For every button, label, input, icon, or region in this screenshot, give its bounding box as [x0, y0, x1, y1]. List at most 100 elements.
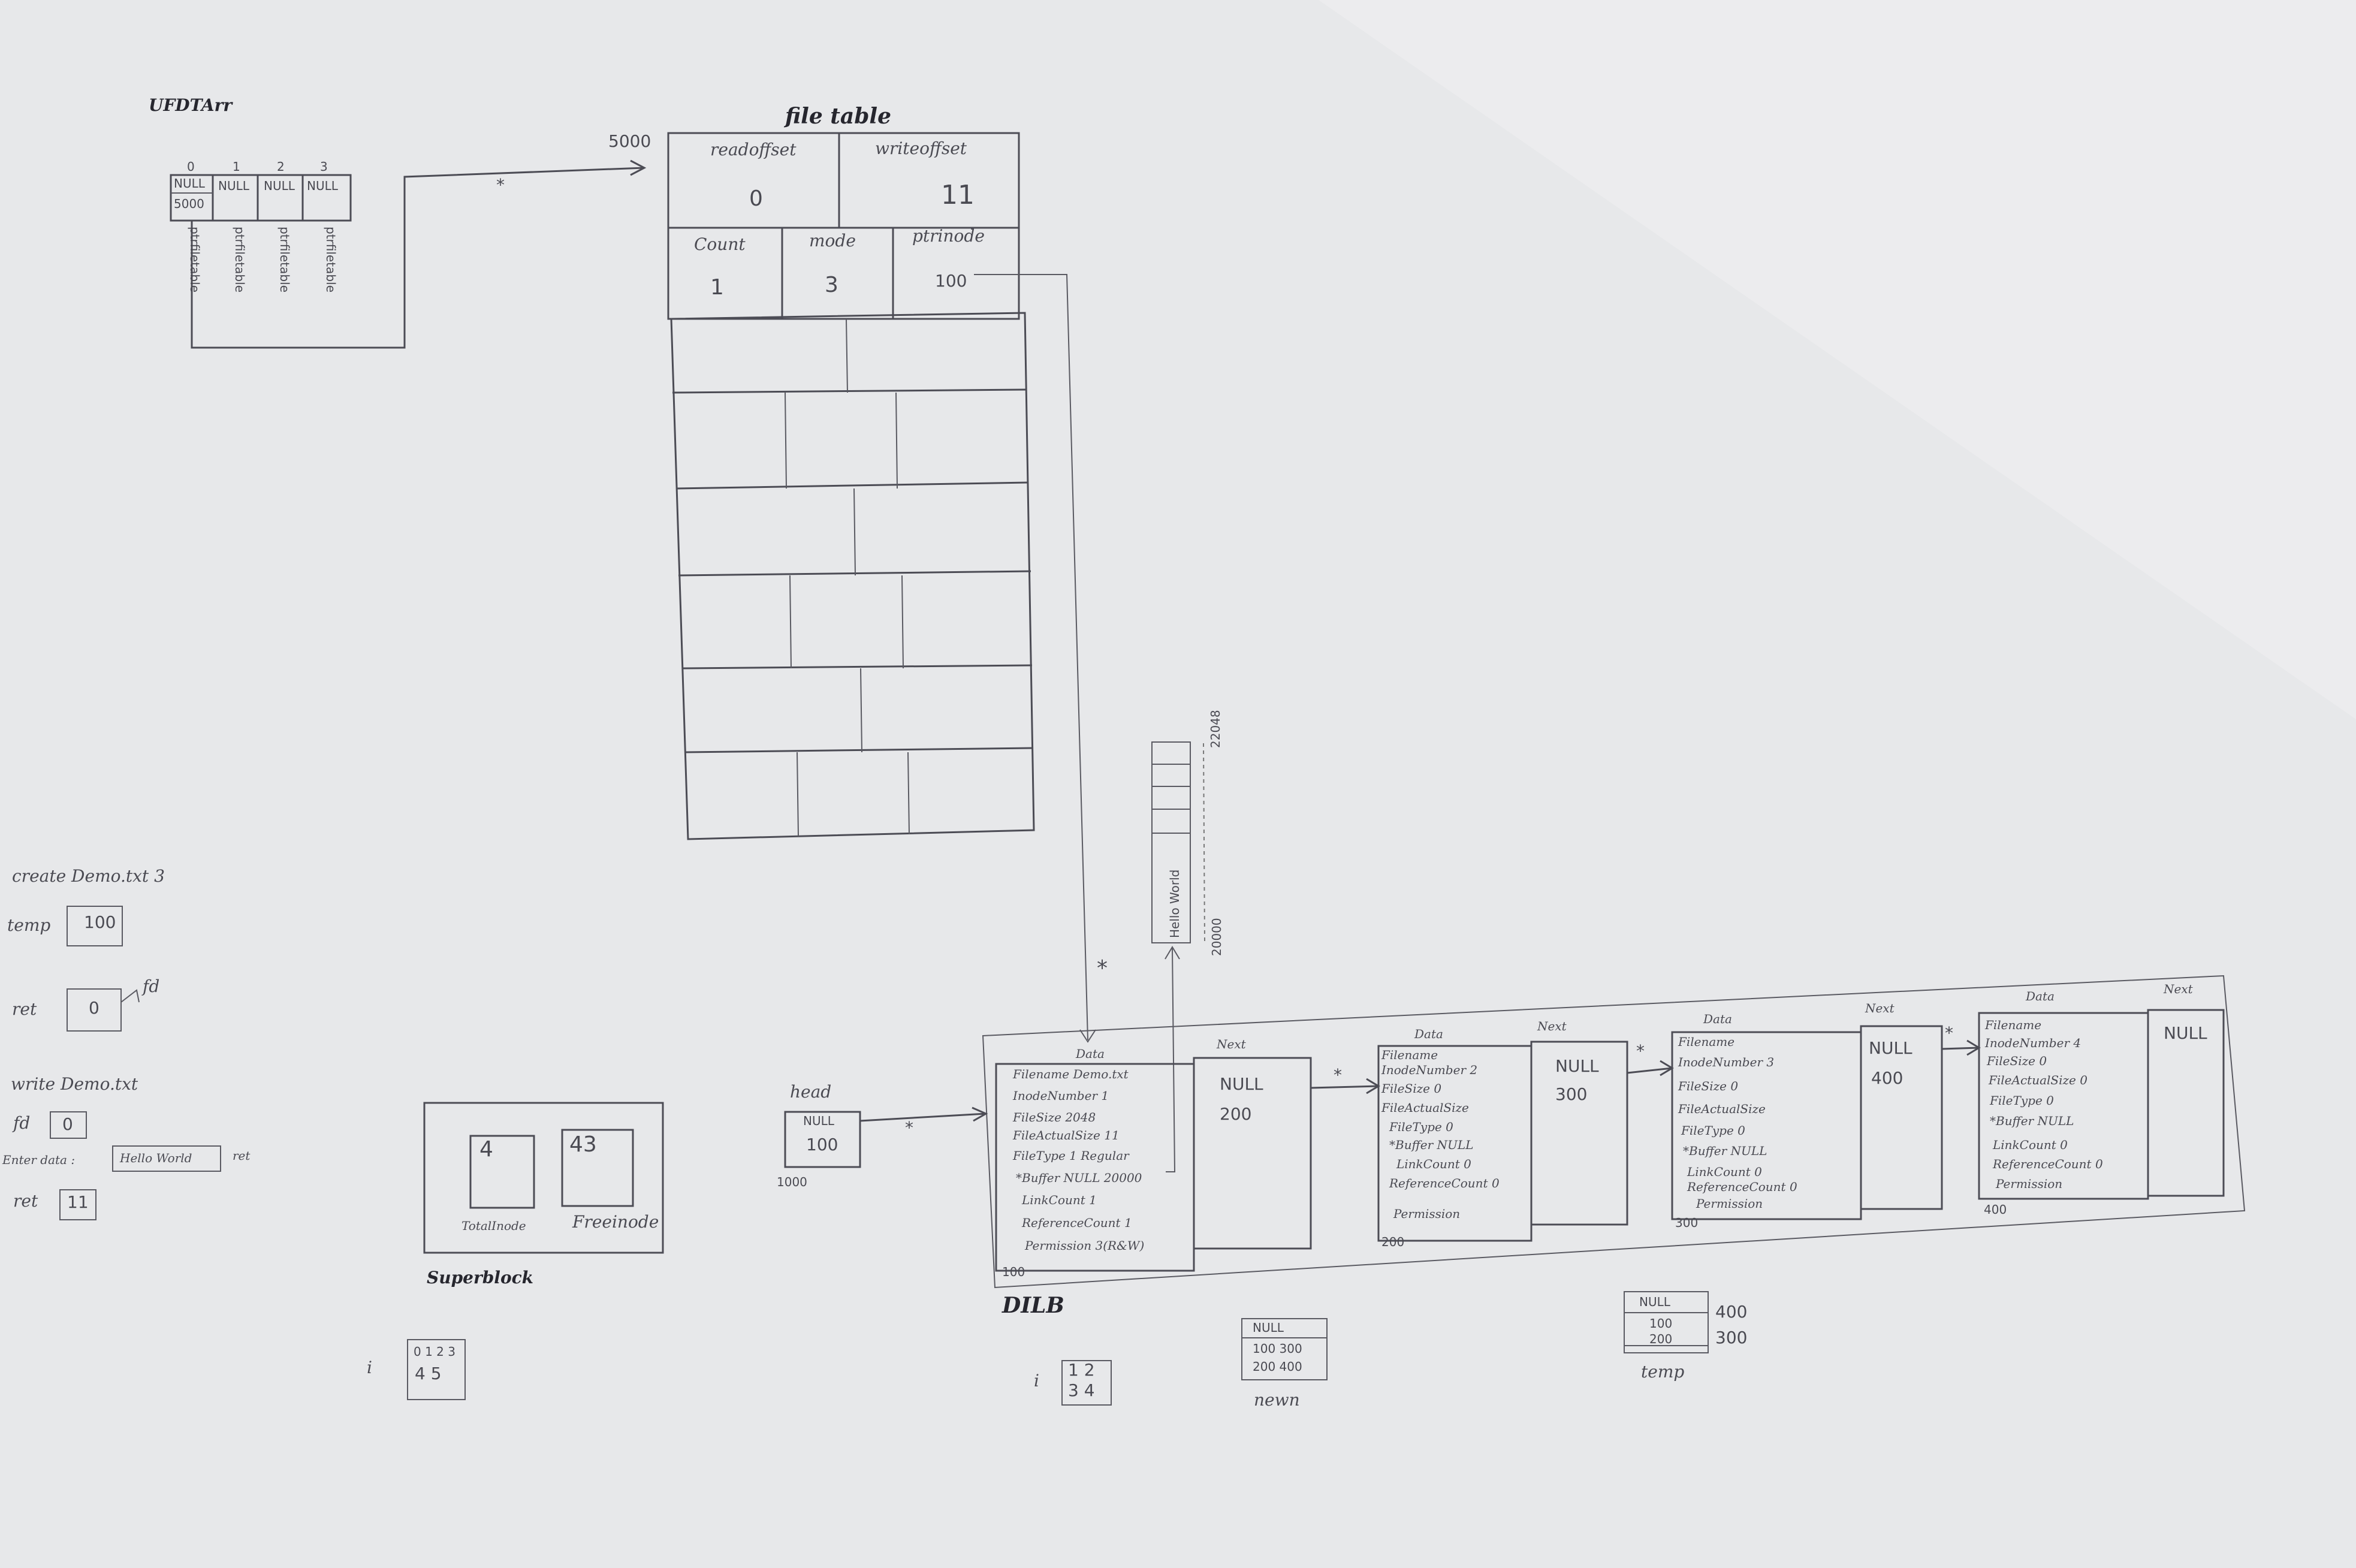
node4-inode-number: InodeNumber 4 — [1985, 1036, 2082, 1050]
ufdt-cell-0: 5000 — [174, 197, 204, 211]
buffer-start: 20000 — [1209, 918, 1224, 956]
writeoffset-label: writeoffset — [875, 138, 967, 158]
readoffset-value: 0 — [749, 186, 763, 211]
node3-data-label: Data — [1703, 1012, 1732, 1026]
node2-buffer: *Buffer NULL — [1389, 1138, 1474, 1152]
node3-next-value: 400 — [1871, 1068, 1903, 1088]
ufdt-array — [170, 159, 647, 349]
enter-data-suffix: ret — [233, 1148, 251, 1163]
node1-permission: Permission 3(R&W) — [1025, 1238, 1145, 1253]
head-label: head — [790, 1082, 832, 1102]
temp-label: temp — [7, 915, 51, 935]
ptrinode-label: ptrinode — [912, 226, 985, 246]
create-command: create Demo.txt 3 — [12, 866, 165, 886]
dilb-title: DILB — [1002, 1293, 1064, 1318]
filetable-address: 5000 — [608, 131, 651, 151]
ufdt-title: UFDTArr — [149, 95, 233, 115]
node3-filename: Filename — [1678, 1035, 1735, 1049]
ufdt-ptr-label-2: ptrfiletable — [277, 227, 292, 293]
node3-buffer: *Buffer NULL — [1683, 1144, 1767, 1158]
node4-buffer: *Buffer NULL — [1990, 1114, 2074, 1128]
node1-star: * — [1334, 1065, 1342, 1085]
count-label: Count — [694, 234, 746, 254]
enter-data-label: Enter data : — [2, 1153, 76, 1167]
mode-value: 3 — [825, 273, 838, 297]
node4-next-label: Next — [2164, 982, 2193, 996]
fd-label-2: fd — [13, 1113, 31, 1133]
node2-filetype: FileType 0 — [1389, 1120, 1453, 1134]
ufdt-cell-0-top: NULL — [174, 176, 205, 191]
ufdt-ptr-label-1: ptrfiletable — [233, 227, 247, 293]
ufdt-index-2: 2 — [277, 159, 285, 174]
i1-bottom: 4 5 — [415, 1364, 442, 1383]
node1-data-label: Data — [1076, 1047, 1105, 1061]
node1-inode-number: InodeNumber 1 — [1013, 1088, 1109, 1103]
ufdt-index-0: 0 — [187, 159, 195, 174]
node1-filetype: FileType 1 Regular — [1013, 1148, 1129, 1163]
fd-label: fd — [143, 976, 160, 996]
free-inode-value: 43 — [569, 1132, 597, 1157]
temp-var-label: temp — [1641, 1362, 1685, 1382]
total-inode-value: 4 — [479, 1137, 493, 1162]
node2-star: * — [1636, 1041, 1645, 1061]
ufdt-cell-1: NULL — [218, 179, 249, 193]
ufdt-cell-2: NULL — [264, 179, 295, 193]
superblock-title: Superblock — [427, 1268, 534, 1287]
ufdt-star: * — [496, 175, 505, 195]
temp-line-1: 100 — [1649, 1316, 1673, 1331]
newn-line-1: 100 300 — [1253, 1341, 1302, 1356]
i2-top: 1 2 — [1068, 1360, 1095, 1380]
node2-next-value: 300 — [1555, 1084, 1588, 1104]
i1-top: 0 1 2 3 — [414, 1344, 455, 1359]
head-address: 1000 — [777, 1175, 807, 1189]
node1-next-top: NULL — [1220, 1074, 1263, 1094]
node4-linkcount: LinkCount 0 — [1993, 1138, 2068, 1152]
node2-filename: Filename — [1381, 1048, 1438, 1062]
ptrinode-value: 100 — [935, 271, 967, 291]
node2-refcount: ReferenceCount 0 — [1389, 1176, 1500, 1190]
newn-line-0: NULL — [1253, 1320, 1284, 1335]
head-value-top: NULL — [803, 1114, 834, 1128]
node2-next-label: Next — [1537, 1019, 1567, 1033]
newn-label: newn — [1254, 1390, 1300, 1410]
node4-data-label: Data — [2026, 989, 2055, 1003]
buffer-end: 22048 — [1208, 710, 1223, 748]
write-command: write Demo.txt — [11, 1074, 138, 1094]
free-inode-label: Freeinode — [572, 1212, 659, 1232]
i2-bottom: 3 4 — [1068, 1380, 1095, 1400]
ret-label: ret — [12, 999, 37, 1019]
node2-address: 200 — [1381, 1235, 1405, 1249]
superblock — [423, 1102, 664, 1254]
head-star: * — [905, 1118, 913, 1138]
buffer-content: Hello World — [1168, 869, 1182, 938]
node2-inode-number: InodeNumber 2 — [1381, 1063, 1478, 1077]
node3-refcount: ReferenceCount 0 — [1687, 1180, 1797, 1194]
temp-line-0: NULL — [1639, 1295, 1670, 1309]
node1-actualsize: FileActualSize 11 — [1013, 1128, 1120, 1142]
i1-label: i — [367, 1358, 372, 1377]
dilb-list — [784, 975, 2246, 1289]
i2-label: i — [1034, 1371, 1039, 1391]
node4-actualsize: FileActualSize 0 — [1989, 1073, 2087, 1087]
node4-filesize: FileSize 0 — [1987, 1054, 2047, 1068]
ufdt-index-1: 1 — [233, 159, 240, 174]
readoffset-label: readoffset — [710, 140, 797, 159]
node2-data-label: Data — [1414, 1027, 1443, 1041]
node3-inode-number: InodeNumber 3 — [1678, 1055, 1775, 1069]
command-boxes — [50, 906, 221, 1220]
node3-actualsize: FileActualSize — [1678, 1102, 1766, 1116]
buffer — [1151, 741, 1205, 1172]
node4-address: 400 — [1984, 1202, 2007, 1217]
node3-filesize: FileSize 0 — [1678, 1079, 1739, 1093]
node4-permission: Permission — [1996, 1177, 2063, 1191]
node1-refcount: ReferenceCount 1 — [1022, 1216, 1132, 1230]
node2-actualsize: FileActualSize — [1381, 1100, 1469, 1115]
node4-filetype: FileType 0 — [1990, 1093, 2054, 1108]
writeoffset-value: 11 — [941, 180, 975, 210]
fd-value: 0 — [62, 1114, 73, 1134]
node4-filename: Filename — [1985, 1018, 2042, 1032]
filetable-title: file table — [785, 104, 891, 129]
node1-linkcount: LinkCount 1 — [1022, 1193, 1097, 1207]
file-table — [667, 132, 1035, 840]
node2-filesize: FileSize 0 — [1381, 1081, 1442, 1096]
